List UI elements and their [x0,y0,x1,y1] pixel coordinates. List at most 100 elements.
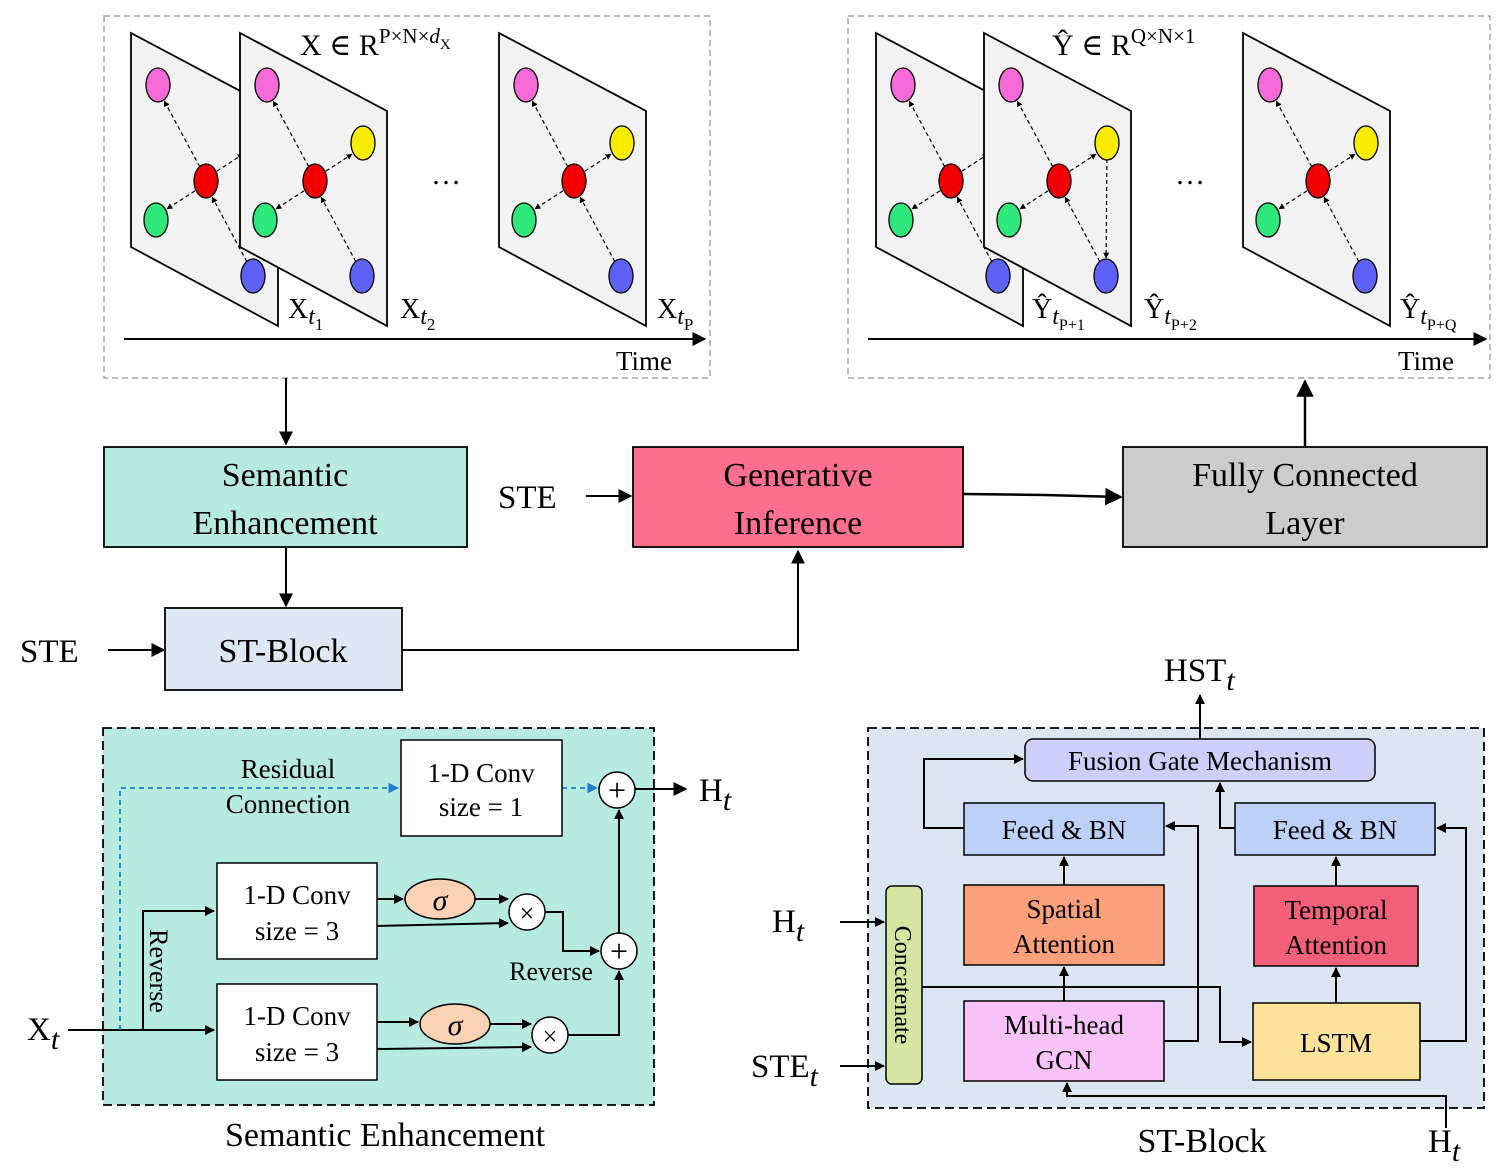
svg-text:Inference: Inference [734,505,862,542]
conv1-box: 1-D Conv size = 1 [400,739,563,837]
st-block-detail: Fusion Gate Mechanism Feed & BN Feed & B… [751,653,1485,1168]
svg-text:×: × [543,1022,558,1051]
fully-connected-layer-block: Fully Connected Layer [1122,446,1488,548]
svg-text:+: + [610,933,628,969]
graph-node-green [1255,202,1281,238]
svg-text:Enhancement: Enhancement [192,505,378,542]
svg-text:Feed & BN: Feed & BN [1273,815,1398,845]
graph-node-blue [985,258,1011,294]
ste-label-middle: STE [498,480,557,516]
svg-text:GCN: GCN [1035,1045,1092,1075]
svg-text:1-D Conv: 1-D Conv [243,1001,351,1031]
graph-node-green [511,202,537,238]
input-time-label: Time [616,346,672,376]
graph-node-green [143,202,169,238]
graph-node-pink [145,67,171,103]
graph-node-green [252,202,278,238]
svg-text:σ: σ [448,1009,464,1042]
graph-node-blue [608,258,634,294]
multiply-node-top: × [508,893,546,931]
semantic-enhancement-block: Semantic Enhancement [103,446,468,548]
svg-text:Fully Connected: Fully Connected [1192,457,1418,494]
graph-node-green [996,202,1022,238]
input-frame-label-p: XtP [657,294,693,334]
graph-node-yellow [609,125,635,161]
ste-label-left: STE [20,634,79,670]
st-input-h-bottom-label: Ht [1428,1124,1461,1168]
st-input-ste-label: STEt [751,1049,819,1093]
svg-text:size = 3: size = 3 [255,916,339,946]
reverse-label-vertical: Reverse [144,929,173,1013]
graph-node-red [1046,163,1072,199]
graph-node-pink [890,67,916,103]
input-frame-label-1: Xt1 [288,294,323,334]
conv3-top-box: 1-D Conv size = 3 [216,862,378,960]
graph-node-red [1305,163,1331,199]
multiply-node-bottom: × [531,1016,569,1054]
input-formula: X ∈ RP×N×dX [300,24,451,62]
graph-node-pink [513,67,539,103]
temporal-attention-box: Temporal Attention [1253,885,1419,967]
residual-connection-label: Residual [241,754,336,784]
multihead-gcn-box: Multi-head GCN [963,1000,1165,1082]
graph-node-pink [998,67,1024,103]
output-sequence-panel: Ŷ ∈ RQ×N×1 … ŶtP+1 ŶtP+2 ŶtP+Q Time [847,15,1491,379]
graph-node-blue [349,258,375,294]
spatial-attention-box: Spatial Attention [963,884,1165,966]
svg-text:Spatial: Spatial [1027,894,1102,924]
output-time-label: Time [1398,346,1454,376]
svg-text:Attention: Attention [1285,930,1387,960]
st-input-h-label: Ht [772,904,805,948]
output-frame-label-q: ŶtP+Q [1400,294,1457,334]
graph-node-blue [1093,258,1119,294]
svg-text:LSTM: LSTM [1300,1028,1372,1058]
graph-node-green [888,202,914,238]
svg-text:size = 1: size = 1 [439,792,523,822]
svg-text:1-D Conv: 1-D Conv [427,758,535,788]
svg-text:ST-Block: ST-Block [218,633,347,670]
svg-text:Generative: Generative [723,457,872,494]
add-node-top: + [598,771,636,809]
output-frame-label-1: ŶtP+1 [1032,294,1085,334]
svg-text:Connection: Connection [226,789,351,819]
svg-text:1-D Conv: 1-D Conv [243,880,351,910]
svg-text:Semantic: Semantic [222,457,349,494]
add-node-middle: + [600,932,638,970]
input-graph-frame-2 [239,31,388,328]
output-formula: Ŷ ∈ RQ×N×1 [1052,24,1195,62]
st-block: ST-Block [164,607,403,691]
reverse-label-horizontal: Reverse [509,957,593,986]
lstm-box: LSTM [1252,1002,1421,1081]
svg-text:Multi-head: Multi-head [1004,1010,1124,1040]
se-input-label: Xt [27,1012,60,1056]
svg-text:+: + [608,772,626,808]
graph-node-red [302,163,328,199]
input-ellipsis: … [431,158,461,191]
graph-node-red [193,163,219,199]
input-graph-frame-p [498,31,647,328]
semantic-enhancement-detail: 1-D Conv size = 1 1-D Conv size = 3 1-D … [27,727,732,1154]
pipeline: Semantic Enhancement ST-Block Generative… [20,378,1488,691]
se-output-label: Ht [699,773,732,817]
output-frame-label-2: ŶtP+2 [1144,294,1197,334]
graph-node-red [938,163,964,199]
st-output-label: HSTt [1164,653,1235,697]
svg-text:Attention: Attention [1013,929,1115,959]
svg-text:Fusion Gate Mechanism: Fusion Gate Mechanism [1068,746,1332,776]
svg-text:size = 3: size = 3 [255,1037,339,1067]
fusion-gate-box: Fusion Gate Mechanism [1024,738,1376,782]
st-detail-title: ST-Block [1137,1123,1266,1160]
feed-bn-right-box: Feed & BN [1234,802,1436,856]
graph-node-blue [1352,258,1378,294]
generative-inference-block: Generative Inference [632,446,964,548]
graph-node-yellow [350,125,376,161]
input-sequence-panel: X ∈ RP×N×dX … Xt1 Xt2 XtP Time [103,15,711,379]
graph-node-red [561,163,587,199]
graph-node-yellow [1094,125,1120,161]
graph-node-pink [1257,67,1283,103]
concatenate-box: Concatenate [885,885,923,1085]
graph-node-blue [240,258,266,294]
se-detail-title: Semantic Enhancement [225,1117,546,1154]
conv3-bottom-box: 1-D Conv size = 3 [216,983,378,1081]
